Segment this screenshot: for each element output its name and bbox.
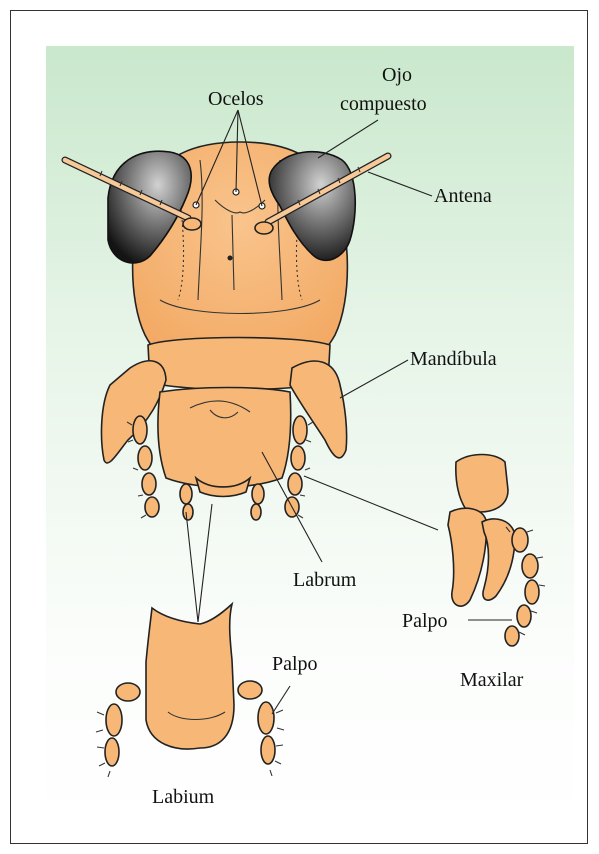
label-labium: Labium — [152, 786, 215, 808]
leader-palpo-labial — [272, 686, 290, 714]
leader-ojo-compuesto — [318, 120, 378, 158]
labrum — [158, 388, 291, 488]
label-palpo-maxilar: Palpo — [402, 610, 448, 632]
leader-labrum — [262, 452, 322, 562]
label-maxilar: Maxilar — [460, 669, 524, 691]
label-compuesto: compuesto — [340, 93, 427, 115]
leader-mandibula — [340, 360, 408, 398]
labium-detached — [96, 604, 284, 777]
leader-maxilla — [304, 476, 438, 530]
label-antena: Antena — [434, 185, 492, 207]
leader-antena — [368, 172, 432, 196]
label-ojo: Ojo — [382, 64, 412, 86]
label-palpo-labial: Palpo — [272, 653, 318, 675]
mandible-left — [102, 361, 166, 463]
label-ocelos: Ocelos — [208, 88, 264, 110]
leader-labium — [186, 504, 212, 622]
label-mandibula: Mandíbula — [410, 348, 497, 370]
maxilla-detached — [448, 455, 545, 647]
label-labrum: Labrum — [293, 569, 357, 591]
